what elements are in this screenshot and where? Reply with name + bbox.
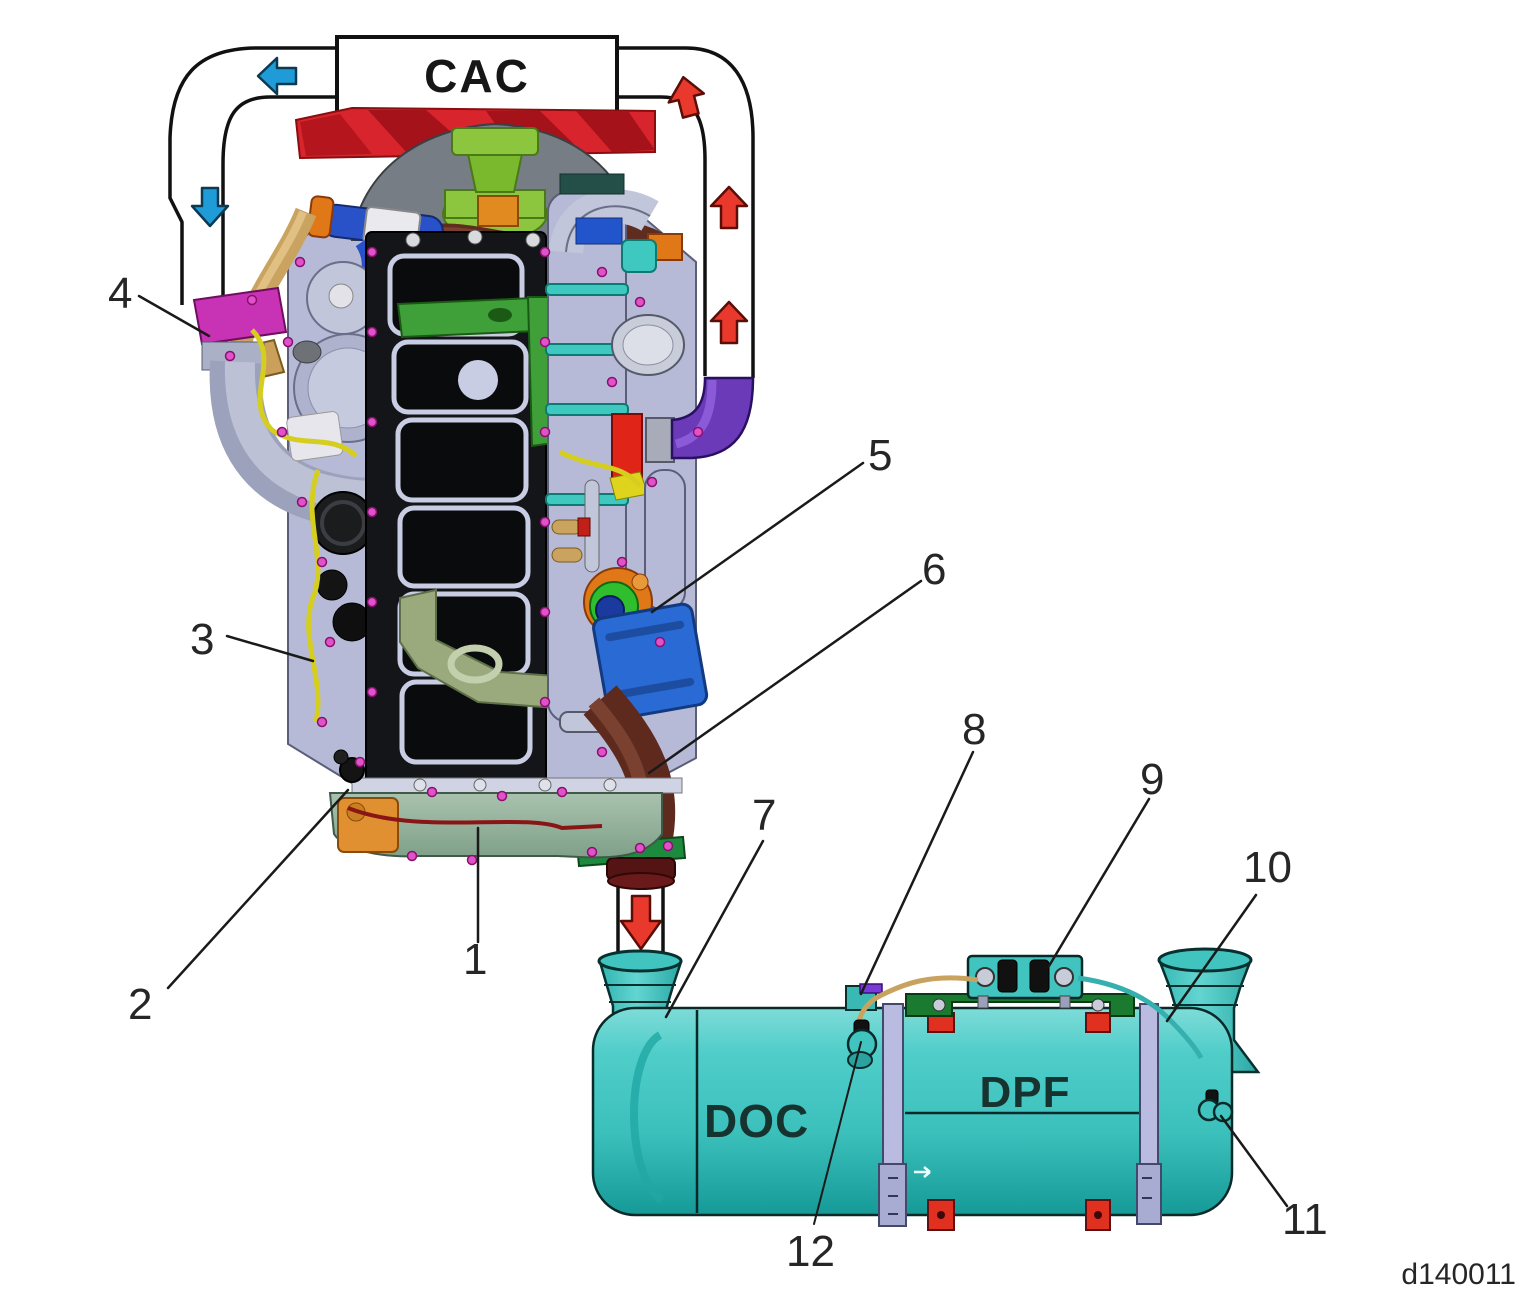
bolt-dots bbox=[224, 246, 704, 866]
mounting-bracket bbox=[905, 993, 1135, 1231]
band-clamps bbox=[878, 1003, 1162, 1227]
red-down-arrow-icon bbox=[619, 894, 663, 951]
drain-fitting bbox=[337, 797, 399, 853]
flow-direction-arrow-icon bbox=[914, 1166, 931, 1178]
outlet-temp-sensor bbox=[1197, 1089, 1234, 1123]
oil-pan bbox=[328, 777, 683, 859]
figure-code: d140011 bbox=[1401, 1258, 1516, 1291]
turbo-outlet-elbow bbox=[645, 376, 755, 463]
engine-illustration bbox=[192, 122, 755, 890]
callout-8: 8 bbox=[962, 705, 987, 754]
callout-9: 9 bbox=[1140, 755, 1165, 804]
callout-11: 11 bbox=[1282, 1195, 1328, 1244]
doc-label: DOC bbox=[704, 1095, 810, 1147]
cam-cover-emblem bbox=[458, 360, 498, 400]
cooled-charge-air-arrows bbox=[190, 56, 298, 228]
callout-3: 3 bbox=[190, 615, 215, 664]
fuel-line bbox=[347, 806, 603, 831]
mount-plate bbox=[286, 411, 344, 462]
red-up-arrow-icon bbox=[709, 185, 749, 230]
aftertreatment-unit bbox=[591, 947, 1261, 1231]
egr-cooler-stack bbox=[545, 173, 686, 723]
callout-2: 2 bbox=[128, 980, 153, 1029]
red-up-left-arrow-icon bbox=[667, 75, 706, 119]
red-bracket bbox=[611, 413, 643, 479]
cac-label: CAC bbox=[424, 50, 530, 102]
callout-10: 10 bbox=[1243, 843, 1292, 892]
dpf-label: DPF bbox=[979, 1068, 1071, 1117]
callout-5: 5 bbox=[868, 431, 893, 480]
oil-fill-cap bbox=[311, 491, 375, 642]
pressure-sensor bbox=[846, 1019, 878, 1069]
blue-left-arrow-icon bbox=[256, 56, 298, 96]
sensor-wire-right bbox=[1077, 975, 1204, 1060]
sensor-wire-left bbox=[854, 975, 979, 1031]
callout-leader-lines bbox=[137, 294, 1289, 1225]
callout-1: 1 bbox=[463, 935, 488, 984]
callout-6: 6 bbox=[922, 545, 947, 594]
red-up-arrow-icon bbox=[709, 300, 749, 345]
ecm-module bbox=[592, 602, 709, 721]
callout-4: 4 bbox=[108, 269, 133, 318]
wiring-harness bbox=[250, 328, 642, 723]
hot-charge-air-arrows bbox=[667, 75, 749, 345]
blue-down-arrow-icon bbox=[190, 186, 230, 228]
callout-12: 12 bbox=[786, 1227, 835, 1276]
cac-pipe-channels bbox=[168, 46, 755, 956]
callout-7: 7 bbox=[752, 791, 777, 840]
